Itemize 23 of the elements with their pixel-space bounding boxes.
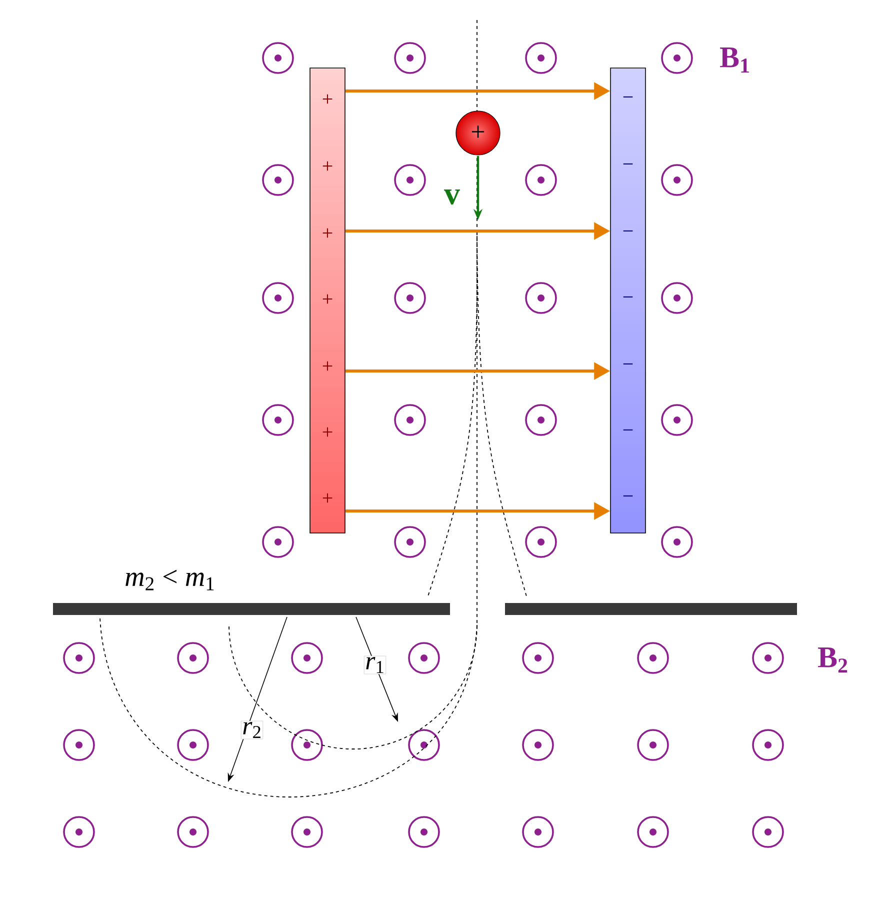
charge-sign: − [623, 429, 633, 430]
negative-plate [610, 68, 646, 534]
charge-sign: − [623, 495, 633, 496]
charge-sign: − [623, 230, 633, 232]
charge-sign: + [322, 493, 332, 503]
charge-sign: + [322, 161, 332, 171]
charge-sign: − [623, 163, 633, 164]
charged-particle: + [456, 110, 500, 156]
field-label: B$_{2}$ [818, 648, 848, 672]
radius-label: r$_{2}$ [240, 720, 264, 740]
charge-sign: + [322, 361, 332, 371]
charge-sign: + [322, 294, 332, 304]
charge-sign: − [623, 363, 633, 364]
mass-relation-label: m$_{2}$ < m$_{1}$ [126, 570, 214, 590]
charge-sign: + [322, 427, 332, 437]
charge-sign: + [322, 94, 332, 104]
charge-sign: + [322, 228, 332, 238]
velocity-label: v [444, 190, 460, 204]
positive-plate [310, 68, 346, 534]
radius-label: r$_{1}$ [364, 656, 386, 674]
charge-sign: − [623, 296, 633, 298]
charge-sign: − [623, 96, 633, 98]
field-label: B$_{1}$ [720, 48, 749, 72]
